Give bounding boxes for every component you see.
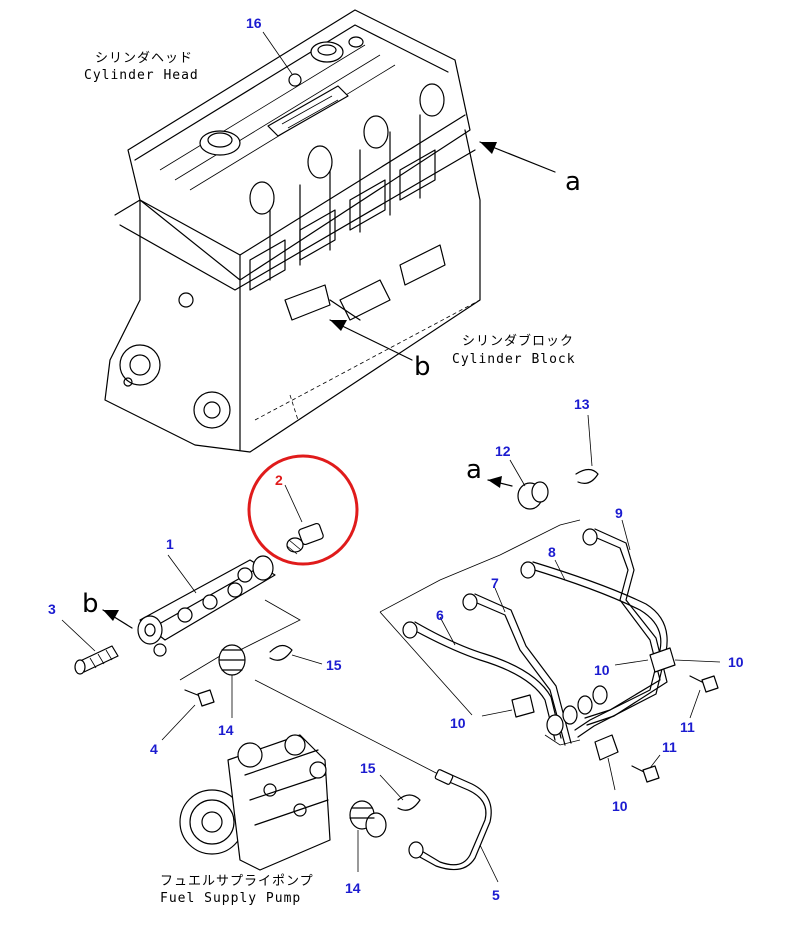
callout-10-d: 10: [612, 798, 628, 814]
callout-7: 7: [491, 575, 499, 591]
callout-10-c: 10: [450, 715, 466, 731]
view-arrow-b-left: b: [82, 589, 133, 629]
callout-15-lower: 15: [360, 760, 376, 776]
callout-14-upper: 14: [218, 722, 234, 738]
fuel-pump-jp-label: フュエルサプライポンプ: [160, 874, 314, 889]
callout-11-a: 11: [680, 719, 695, 735]
part-10-clamps: 10 10 10 10: [450, 647, 744, 814]
callout-2: 2: [275, 472, 283, 488]
highlight-circle: [247, 454, 359, 566]
callout-8: 8: [548, 544, 556, 560]
view-ref-a: a: [565, 167, 581, 197]
callout-16: 16: [246, 15, 262, 31]
part-11-bolts: 11 11: [631, 675, 719, 783]
callout-12: 12: [495, 443, 511, 459]
cylinder-block-label: Cylinder Block: [452, 352, 576, 367]
callout-6: 6: [436, 607, 444, 623]
cylinder-block-jp-label: シリンダブロック: [462, 333, 574, 349]
part-12-sleeve: 12: [495, 443, 549, 510]
view-arrow-a-lower: a: [466, 455, 513, 488]
view-ref-b: b: [414, 352, 431, 382]
part-14-lower-sleeve: 14: [345, 800, 387, 896]
callout-1: 1: [166, 536, 174, 552]
view-arrow-a-top: a: [479, 141, 581, 197]
part-13-clip: 13: [574, 396, 599, 484]
part-3-plug: 3: [48, 601, 119, 675]
fuel-supply-pump: [179, 734, 331, 871]
callout-10-a: 10: [594, 662, 610, 678]
callout-15-upper: 15: [326, 657, 342, 673]
callout-9: 9: [615, 505, 623, 521]
fuel-pump-label: Fuel Supply Pump: [160, 891, 301, 906]
callout-11-b: 11: [662, 739, 677, 755]
callout-14-lower: 14: [345, 880, 361, 896]
view-ref-b-left: b: [82, 589, 99, 619]
cylinder-head-label: Cylinder Head: [84, 68, 199, 83]
callout-10-b: 10: [728, 654, 744, 670]
part-5-pipe: 5: [408, 769, 500, 903]
view-ref-a-lower: a: [466, 455, 482, 485]
callout-4: 4: [150, 741, 158, 757]
callout-13: 13: [574, 396, 590, 412]
engine-drawing: [104, 9, 481, 453]
callout-3: 3: [48, 601, 56, 617]
part-14-upper-sleeve: 14: [218, 644, 246, 738]
view-arrow-b-top: b: [329, 319, 431, 382]
part-15-upper-clip: 15: [269, 644, 342, 673]
part-4-bolt: 4: [150, 689, 215, 757]
part-2-sensor: 2: [247, 454, 359, 566]
part-1-common-rail: 1: [137, 536, 301, 681]
cylinder-head-jp-label: シリンダヘッド: [95, 51, 193, 66]
part-15-lower-clip: 15: [360, 760, 421, 811]
callout-5: 5: [492, 887, 500, 903]
